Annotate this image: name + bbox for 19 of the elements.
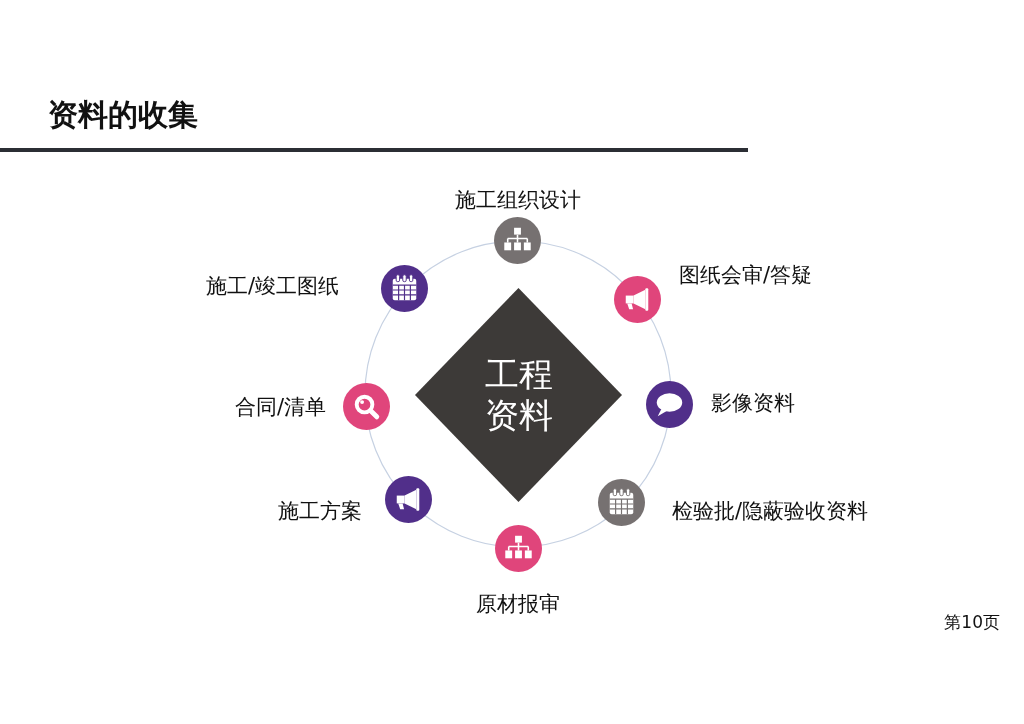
slide-title: 资料的收集 <box>48 97 198 133</box>
megaphone-icon <box>384 475 432 523</box>
calendar-icon <box>597 478 645 526</box>
megaphone-icon <box>613 275 661 323</box>
org-chart-icon <box>494 524 542 572</box>
item-label: 施工方案 <box>278 499 362 525</box>
search-icon <box>342 382 390 430</box>
item-label: 施工组织设计 <box>455 188 581 214</box>
speech-bubble-icon <box>645 380 693 428</box>
node-text: 工程资料 <box>483 354 554 436</box>
calendar-icon <box>380 264 428 312</box>
item-label: 图纸会审/答疑 <box>679 263 813 289</box>
item-label: 检验批/隐蔽验收资料 <box>672 499 869 525</box>
item-label: 原材报审 <box>476 592 560 618</box>
item-label: 施工/竣工图纸 <box>205 274 339 300</box>
item-label: 影像资料 <box>711 391 795 417</box>
item-label: 合同/清单 <box>234 395 326 421</box>
org-chart-icon <box>493 216 541 264</box>
page-number: 第10页 <box>944 611 1000 633</box>
